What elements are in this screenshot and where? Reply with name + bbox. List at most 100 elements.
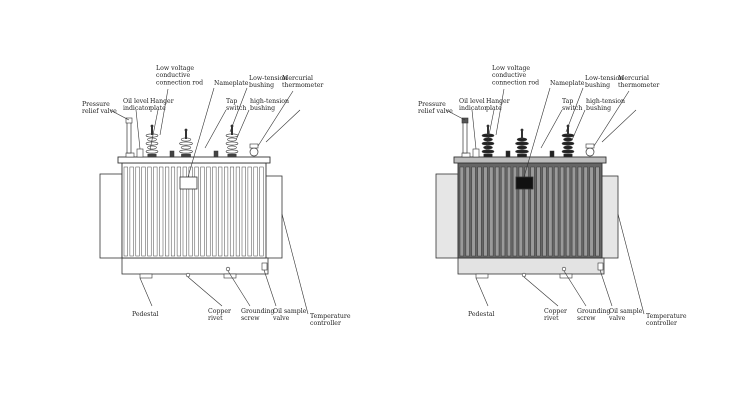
leader-line xyxy=(159,88,169,136)
leader-line xyxy=(475,277,489,307)
label-nameplate: Nameplate xyxy=(214,80,249,87)
grounding-screw xyxy=(561,266,567,272)
copper-rivet xyxy=(185,272,191,278)
leader-line xyxy=(593,90,630,147)
oil-level-indicator xyxy=(472,148,480,158)
pedestal-foot-left xyxy=(475,273,489,279)
nameplate xyxy=(179,176,198,190)
leader-line xyxy=(523,276,559,307)
high-tension-bushing xyxy=(561,124,575,158)
leader-line xyxy=(204,109,227,149)
pressure-relief-cap xyxy=(125,117,133,124)
leader-line xyxy=(445,109,466,121)
nameplate xyxy=(515,176,534,190)
pedestal-foot-left xyxy=(139,273,153,279)
low-tension-bushing-2 xyxy=(179,128,193,158)
label-pedestal: Pedestal xyxy=(132,311,159,318)
small-bushing xyxy=(549,150,555,158)
right-side-panel xyxy=(599,175,619,259)
leader-line xyxy=(149,109,159,151)
tap-switch xyxy=(169,150,175,158)
tank-cover xyxy=(453,156,607,164)
leader-line xyxy=(601,109,637,143)
pressure-relief-cap xyxy=(461,117,469,124)
oil-sample-valve xyxy=(597,262,604,271)
leader-line xyxy=(227,270,251,307)
tank-cover xyxy=(117,156,271,164)
leader-line xyxy=(565,87,584,133)
label-nameplate: Nameplate xyxy=(550,80,585,87)
leader-line xyxy=(471,109,477,150)
leader-line xyxy=(229,87,248,133)
pressure-relief-valve xyxy=(126,120,132,154)
mercurial-thermometer xyxy=(249,147,259,157)
oil-sample-valve xyxy=(261,262,268,271)
leader-line xyxy=(485,109,495,151)
leader-line xyxy=(281,213,309,315)
leader-line xyxy=(235,109,250,141)
low-tension-bushing-2 xyxy=(515,128,529,158)
thermometer-head xyxy=(249,143,259,149)
leader-line xyxy=(540,109,563,149)
low-tension-bushing-1 xyxy=(145,124,159,158)
leader-line xyxy=(257,90,294,147)
label-pedestal: Pedestal xyxy=(468,311,495,318)
leader-line xyxy=(263,269,277,307)
leader-line xyxy=(265,109,301,143)
leader-line xyxy=(139,277,153,307)
pressure-relief-valve-base xyxy=(125,152,135,158)
left-side-panel xyxy=(435,173,459,259)
leader-line xyxy=(187,87,215,178)
leader-line xyxy=(571,109,586,141)
tap-switch xyxy=(505,150,511,158)
base-skid xyxy=(121,257,269,275)
oil-level-indicator xyxy=(136,148,144,158)
pressure-relief-valve-base xyxy=(461,152,471,158)
base-skid xyxy=(457,257,605,275)
mercurial-thermometer xyxy=(585,147,595,157)
leader-line xyxy=(135,109,141,150)
leader-line xyxy=(617,213,645,315)
copper-rivet xyxy=(521,272,527,278)
leader-line xyxy=(187,276,223,307)
leader-line xyxy=(563,270,587,307)
leader-line xyxy=(523,87,551,178)
thermometer-head xyxy=(585,143,595,149)
radiator-fins xyxy=(123,166,264,257)
leader-line xyxy=(109,109,130,121)
right-side-panel xyxy=(263,175,283,259)
radiator-fins xyxy=(459,166,600,257)
high-tension-bushing xyxy=(225,124,239,158)
grounding-screw xyxy=(225,266,231,272)
leader-line xyxy=(599,269,613,307)
small-bushing xyxy=(213,150,219,158)
